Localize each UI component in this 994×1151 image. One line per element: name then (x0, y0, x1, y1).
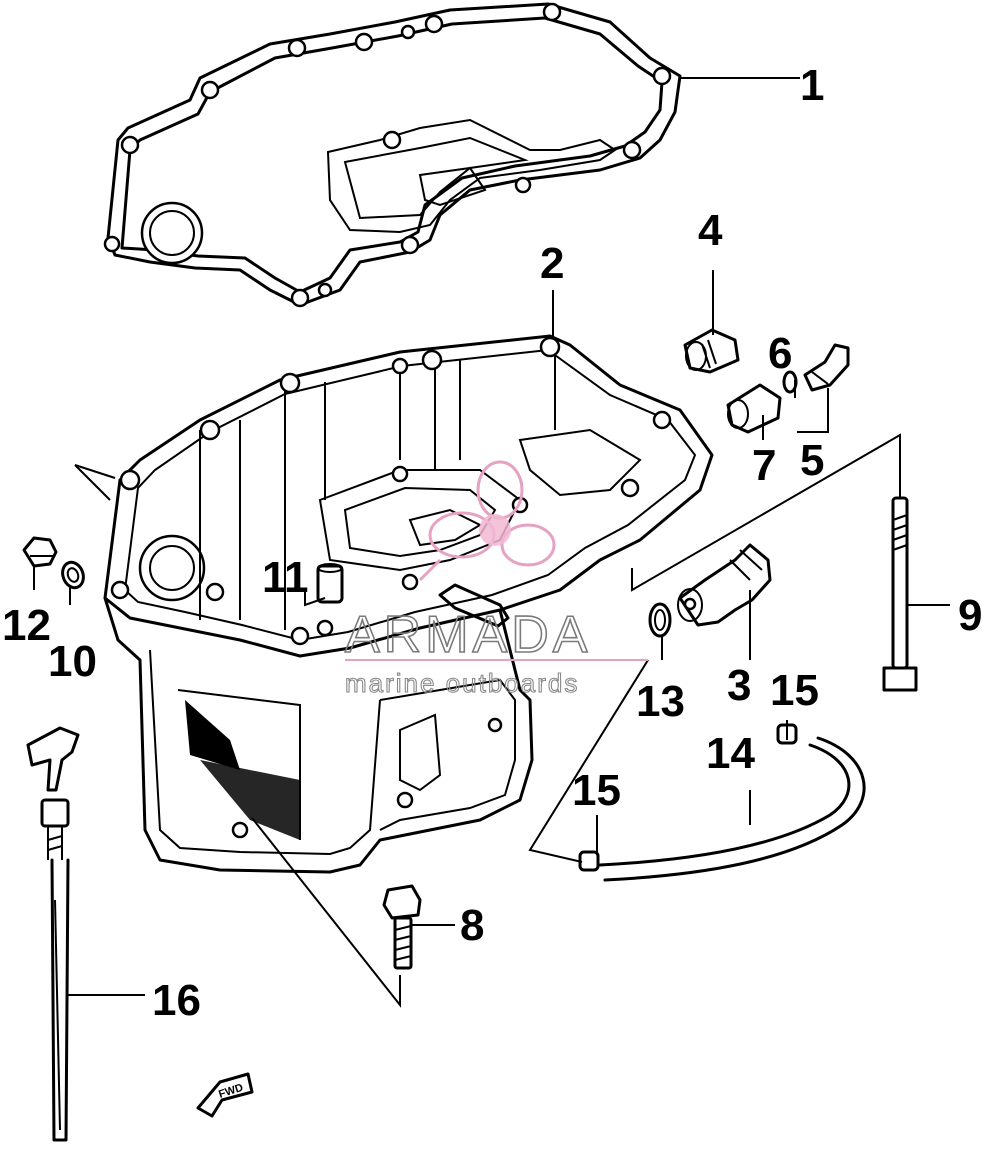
callout-11: 11 (262, 553, 309, 602)
sleeve-7 (726, 383, 782, 434)
callout-16: 16 (152, 976, 201, 1025)
callout-14: 14 (706, 729, 755, 778)
callout-8: 8 (460, 901, 484, 950)
hose-14 (598, 736, 866, 882)
callout-10: 10 (48, 637, 97, 686)
callout-2: 2 (540, 239, 564, 288)
drain-washer (61, 560, 85, 590)
watermark-logo-icon (418, 460, 556, 582)
callout-12: 12 (2, 601, 51, 650)
dowel-pin (316, 563, 344, 604)
callout-15-upper: 15 (770, 666, 819, 715)
callout-15-lower: 15 (572, 766, 621, 815)
callout-13: 13 (636, 677, 685, 726)
plug-4 (683, 328, 740, 374)
long-bolt-9 (882, 496, 918, 692)
callout-9: 9 (958, 591, 982, 640)
gasket-bolt-holes (103, 2, 672, 308)
oil-pan-bolt-holes (110, 336, 672, 839)
callout-1: 1 (800, 61, 824, 110)
watermark-subtitle: marine outboards (345, 668, 579, 698)
o-ring-13 (648, 602, 672, 638)
front-arrow-icon: FWD (196, 1072, 254, 1118)
bolt-5 (803, 343, 850, 392)
watermark: ARMADA marine outboards (344, 460, 648, 699)
callout-4: 4 (698, 206, 723, 255)
oil-pan (74, 334, 714, 874)
fitting-3 (677, 543, 772, 627)
clip-15b (578, 850, 600, 872)
callout-5: 5 (800, 436, 824, 485)
callout-6: 6 (768, 329, 792, 378)
callout-3: 3 (727, 661, 751, 710)
leader-lines (33, 77, 950, 1008)
bolt-8 (382, 884, 422, 970)
watermark-title: ARMADA (345, 606, 591, 664)
drain-plug (22, 536, 58, 568)
gasket (103, 2, 682, 308)
callout-7: 7 (752, 441, 776, 490)
dipstick-16 (26, 726, 80, 1142)
callout-labels: 1 2 4 6 7 5 9 11 12 10 13 3 15 14 15 8 1… (2, 61, 982, 1025)
